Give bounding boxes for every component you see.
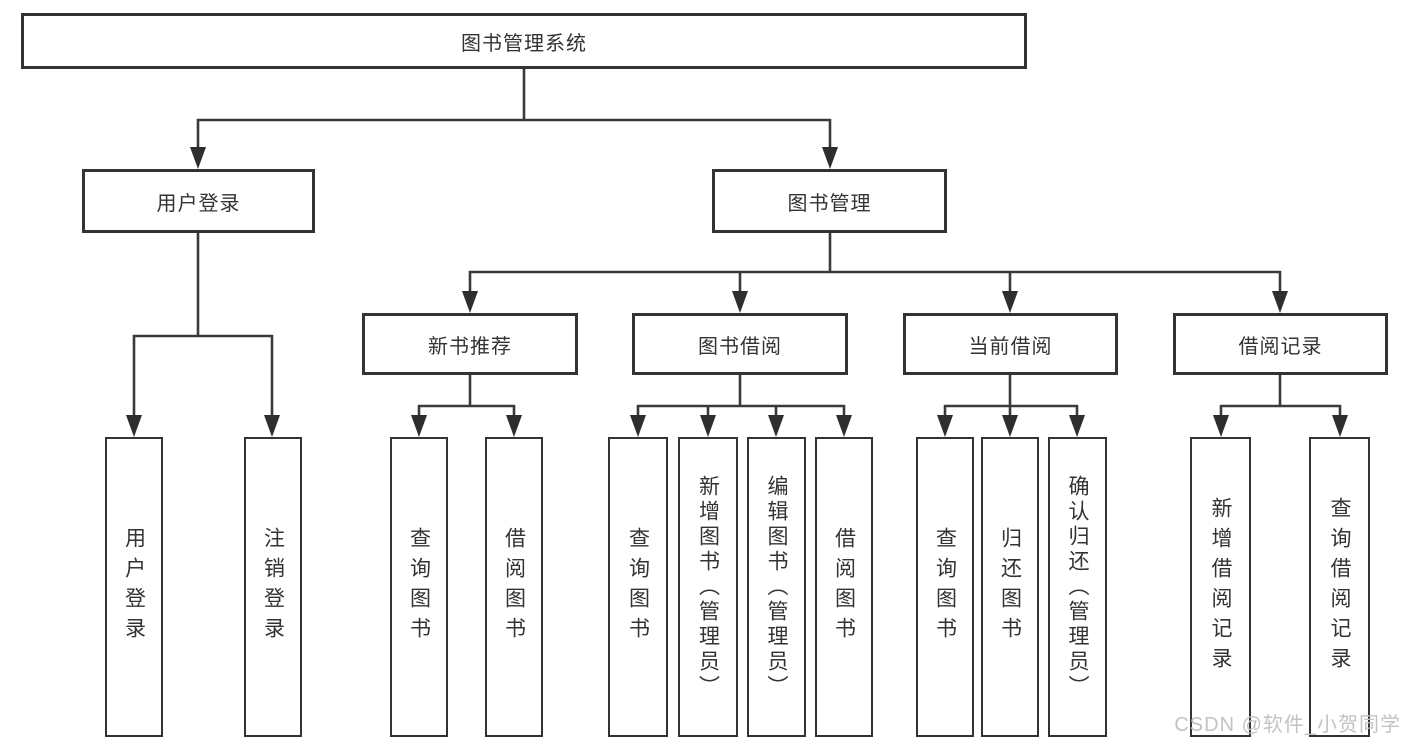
leaf-label: 借阅图书 xyxy=(832,527,856,647)
leaf-query-borrow-record: 查询借阅记录 xyxy=(1309,437,1370,737)
leaf-user-login: 用户登录 xyxy=(105,437,163,737)
leaf-logout: 注销登录 xyxy=(244,437,302,737)
leaf-borrow-books-recommend: 借阅图书 xyxy=(485,437,543,737)
leaf-add-borrow-record: 新增借阅记录 xyxy=(1190,437,1251,737)
node-label: 用户登录 xyxy=(156,192,241,215)
leaf-label: 新增图书（管理员） xyxy=(696,474,720,700)
leaf-query-books-recommend: 查询图书 xyxy=(390,437,448,737)
node-book-borrow: 图书借阅 xyxy=(632,313,848,375)
leaf-return-books: 归还图书 xyxy=(981,437,1039,737)
node-current-borrow: 当前借阅 xyxy=(903,313,1118,375)
node-user-login: 用户登录 xyxy=(82,169,315,233)
node-borrow-records: 借阅记录 xyxy=(1173,313,1388,375)
node-label: 借阅记录 xyxy=(1238,335,1323,358)
node-label: 图书借阅 xyxy=(698,335,782,358)
node-book-management: 图书管理 xyxy=(712,169,947,233)
leaf-label: 用户登录 xyxy=(122,527,146,647)
node-label: 新书推荐 xyxy=(428,335,512,358)
leaf-label: 查询借阅记录 xyxy=(1328,497,1351,677)
leaf-label: 查询图书 xyxy=(407,527,431,647)
leaf-label: 查询图书 xyxy=(626,527,650,647)
leaf-label: 借阅图书 xyxy=(502,527,526,647)
leaf-label: 归还图书 xyxy=(998,527,1022,647)
node-label: 图书管理系统 xyxy=(461,32,587,55)
leaf-edit-books-admin: 编辑图书（管理员） xyxy=(747,437,806,737)
node-label: 图书管理 xyxy=(787,192,872,215)
leaf-label: 查询图书 xyxy=(933,527,957,647)
leaf-query-books-borrow: 查询图书 xyxy=(608,437,668,737)
leaf-borrow-books: 借阅图书 xyxy=(815,437,873,737)
leaf-label: 编辑图书（管理员） xyxy=(765,474,788,700)
node-label: 当前借阅 xyxy=(968,335,1053,358)
node-new-book-recommend: 新书推荐 xyxy=(362,313,578,375)
leaf-label: 注销登录 xyxy=(261,527,285,647)
watermark: CSDN @软件_小贺同学 xyxy=(1174,714,1401,736)
leaf-confirm-return-admin: 确认归还（管理员） xyxy=(1048,437,1107,737)
leaf-label: 确认归还（管理员） xyxy=(1066,474,1089,700)
leaf-add-books-admin: 新增图书（管理员） xyxy=(678,437,738,737)
leaf-label: 新增借阅记录 xyxy=(1209,497,1232,677)
node-root: 图书管理系统 xyxy=(21,13,1027,69)
leaf-query-books-current: 查询图书 xyxy=(916,437,974,737)
